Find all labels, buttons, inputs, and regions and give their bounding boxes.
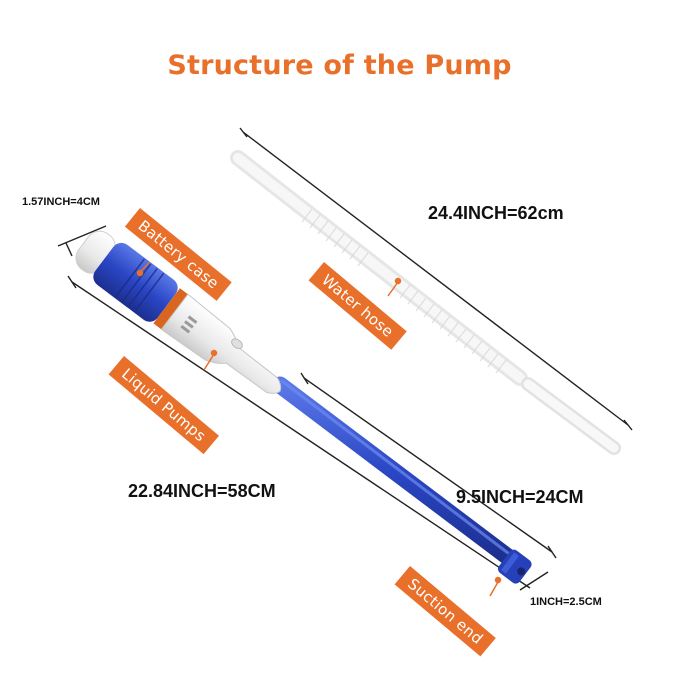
tube-dimension-line bbox=[300, 372, 557, 559]
suction-end-cap bbox=[497, 549, 532, 584]
pump-dimension-line bbox=[67, 275, 531, 589]
page-title: Structure of the Pump bbox=[167, 50, 512, 81]
suction-end-diameter-label: 1INCH=2.5CM bbox=[530, 596, 602, 608]
label-pointers bbox=[136, 261, 502, 597]
end-dimension-line bbox=[519, 571, 549, 591]
pump-body bbox=[75, 230, 282, 394]
pump-length-label: 22.84INCH=58CM bbox=[128, 481, 276, 501]
water-hose bbox=[230, 150, 621, 455]
hose-dimension-line bbox=[239, 127, 633, 431]
tube-length-label: 9.5INCH=24CM bbox=[456, 487, 584, 507]
battery-diameter-label: 1.57INCH=4CM bbox=[22, 196, 100, 208]
suction-tube bbox=[271, 376, 521, 569]
hose-length-label: 24.4INCH=62cm bbox=[428, 203, 564, 223]
battery-dimension-line bbox=[57, 225, 107, 257]
